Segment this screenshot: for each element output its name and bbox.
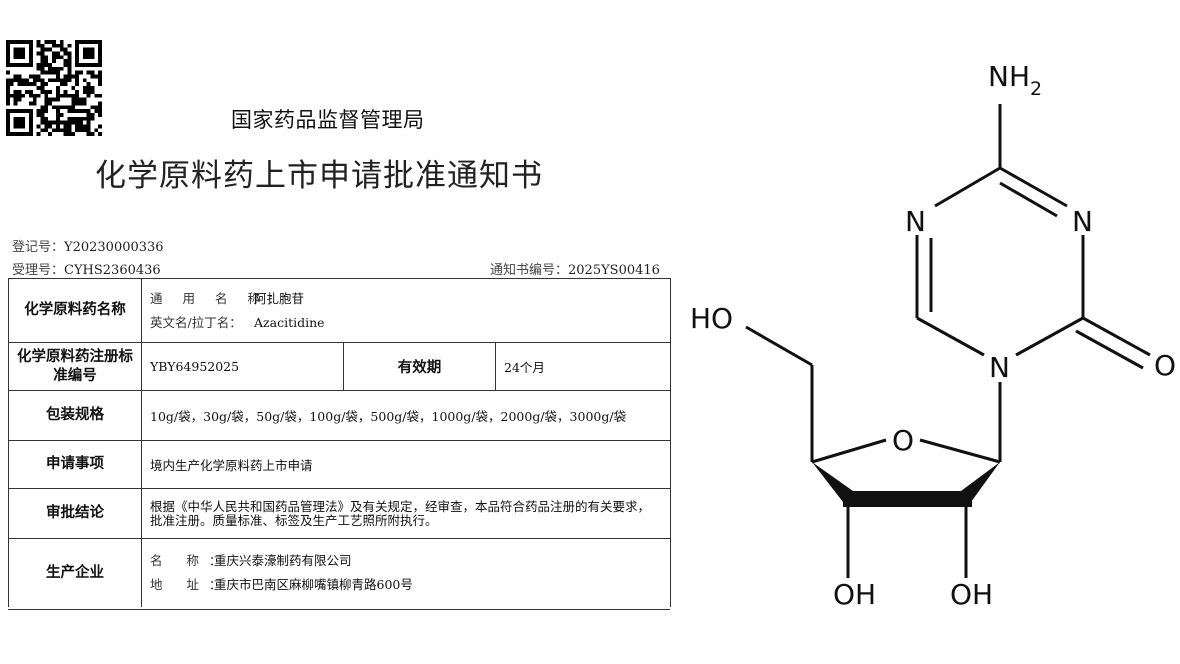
- azacitidine-structure: NH2 N N N O O HO OH OH: [690, 60, 1176, 611]
- standard-number-label: 化学原料药注册标准编号: [8, 342, 142, 391]
- atom-nh2: NH2: [988, 60, 1042, 100]
- acceptance-number-line: 受理号：CYHS2360436: [12, 259, 161, 278]
- application-matter-value: 境内生产化学原料药上市申请: [140, 440, 672, 489]
- qr-modules: [6, 40, 102, 136]
- conclusion-cell: 根据《中华人民共和国药品管理法》及有关规定，经审查，本品符合药品注册的有关要求，…: [140, 488, 672, 539]
- conclusion-label: 审批结论: [8, 488, 142, 539]
- bond-c6-o-double: [1075, 329, 1144, 370]
- address-label: 地 址：: [150, 576, 232, 592]
- wedge-c1prime-c2prime: [961, 462, 1000, 502]
- manufacturer-label: 生产企业: [8, 538, 142, 607]
- atom-n5: N: [1072, 205, 1093, 238]
- manufacturer-cell: 名 称：重庆兴泰濠制药有限公司 地 址：重庆市巴南区麻柳嘴镇柳青路600号: [140, 538, 672, 607]
- qr-code: [6, 40, 102, 136]
- registration-number: Y20230000336: [64, 240, 164, 255]
- english-name-value: Azacitidine: [254, 314, 325, 330]
- atom-n3: N: [905, 205, 926, 238]
- bond-c4-n3: [934, 166, 1001, 208]
- notice-number: 2025YS00416: [568, 263, 660, 278]
- validity-label: 有效期: [343, 342, 496, 391]
- acceptance-label: 受理号：: [12, 263, 65, 278]
- drug-name-label: 化学原料药名称: [8, 278, 142, 343]
- package-value: 10g/袋，30g/袋，50g/袋，100g/袋，500g/袋，1000g/袋，…: [140, 390, 672, 441]
- notice-label: 通知书编号：: [490, 263, 569, 278]
- common-name-label: 通 用 名 称：: [150, 290, 289, 306]
- atom-n1: N: [989, 351, 1010, 384]
- table-row: 申请事项 境内生产化学原料药上市申请: [8, 440, 672, 489]
- atom-o-ring: O: [892, 424, 914, 457]
- bond-c2-n1: [916, 316, 985, 357]
- registration-label: 登记号：: [12, 240, 65, 255]
- package-label: 包装规格: [8, 390, 142, 441]
- bond-c6-o: [1082, 316, 1151, 357]
- bond-c4-n5-double: [999, 181, 1058, 218]
- notice-number-line: 通知书编号：2025YS00416: [490, 259, 660, 278]
- acceptance-number: CYHS2360436: [64, 263, 161, 278]
- drug-name-cell: 通 用 名 称：阿扎胞苷 英文名/拉丁名： Azacitidine: [140, 278, 672, 343]
- bond-c5prime-ho: [745, 325, 813, 367]
- wedge-c4prime-c3prime: [812, 462, 853, 502]
- atom-ho-5prime: HO: [690, 302, 733, 335]
- validity-value: 24个月: [494, 342, 672, 391]
- table-row: 生产企业 名 称：重庆兴泰濠制药有限公司 地 址：重庆市巴南区麻柳嘴镇柳青路60…: [8, 538, 672, 607]
- atom-o-carbonyl: O: [1154, 349, 1176, 382]
- company-name-value: 重庆兴泰濠制药有限公司: [214, 552, 352, 568]
- registration-number-line: 登记号：Y20230000336: [12, 236, 164, 255]
- bond-c4-n5: [999, 166, 1068, 208]
- bond-c1prime-o4: [919, 438, 1001, 464]
- standard-number-value: YBY64952025: [141, 342, 344, 391]
- bond-lines: [745, 104, 1151, 578]
- english-name-label: 英文名/拉丁名：: [150, 314, 242, 330]
- atom-oh-2prime: OH: [950, 578, 993, 611]
- company-name-label: 名 称：: [150, 552, 232, 568]
- application-matter-label: 申请事项: [8, 440, 142, 489]
- address-value: 重庆市巴南区麻柳嘴镇柳青路600号: [214, 576, 413, 592]
- table-bottom-rule: [8, 609, 670, 610]
- approval-table: 化学原料药名称 通 用 名 称：阿扎胞苷 英文名/拉丁名： Azacitidine…: [8, 278, 672, 607]
- table-row: 包装规格 10g/袋，30g/袋，50g/袋，100g/袋，500g/袋，100…: [8, 390, 672, 441]
- table-row: 化学原料药名称 通 用 名 称：阿扎胞苷 英文名/拉丁名： Azacitidine: [8, 278, 672, 343]
- wedge-c3prime-c2prime: [843, 491, 972, 507]
- conclusion-value: 根据《中华人民共和国药品管理法》及有关规定，经审查，本品符合药品注册的有关要求，…: [150, 498, 651, 528]
- document-title: 化学原料药上市申请批准通知书: [95, 158, 543, 194]
- bond-o4-c4prime: [811, 438, 887, 464]
- common-name-value: 阿扎胞苷: [254, 290, 305, 306]
- table-row: 审批结论 根据《中华人民共和国药品管理法》及有关规定，经审查，本品符合药品注册的…: [8, 488, 672, 539]
- atom-oh-3prime: OH: [833, 578, 876, 611]
- agency-name: 国家药品监督管理局: [231, 108, 425, 132]
- table-row: 化学原料药注册标准编号 YBY64952025 有效期 24个月: [8, 342, 672, 391]
- bond-c6-n1: [1015, 316, 1084, 357]
